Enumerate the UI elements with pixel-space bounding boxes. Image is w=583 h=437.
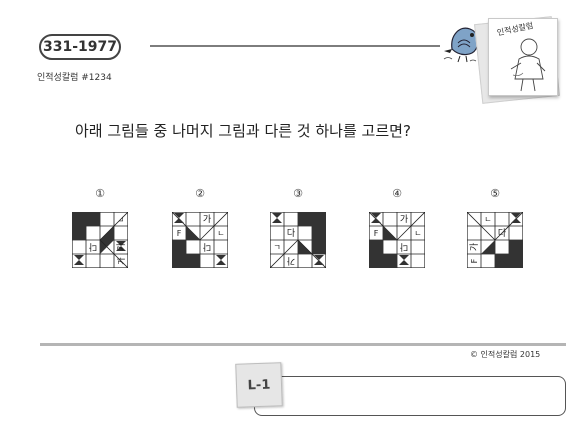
hourglass-icon: [511, 213, 521, 223]
option-number: ⑤: [490, 187, 500, 200]
dark-triangle: [383, 226, 397, 240]
hourglass-icon: [272, 213, 282, 223]
answer-tag: L-1: [235, 362, 283, 408]
glyph: ㄱ: [414, 228, 421, 237]
dark-block: [369, 240, 383, 268]
dark-block: [172, 254, 200, 268]
glyph: 다: [287, 228, 296, 239]
copyright-text: © 인적성칼럼 2015: [470, 350, 541, 359]
option-number: ③: [293, 187, 303, 200]
dark-block: [72, 226, 86, 240]
dark-block: [312, 226, 326, 254]
footer-rule: [40, 343, 566, 346]
option-figure: ㄱ 가 다 F: [467, 212, 523, 268]
dark-triangle: [481, 240, 495, 254]
hourglass-icon: [74, 255, 84, 265]
hourglass-icon: [174, 213, 184, 223]
dark-block: [383, 254, 397, 268]
glyph: ㄱ: [116, 215, 125, 222]
dark-block: [172, 240, 186, 254]
illustration-card: 인적성칼럼: [474, 16, 560, 104]
hourglass-icon: [371, 213, 381, 223]
hourglass-icon: [216, 255, 226, 265]
option-5[interactable]: ⑤ ㄱ 가 다 F: [467, 186, 523, 270]
dark-block: [509, 240, 523, 254]
glyph: 다: [399, 241, 408, 252]
glyph: 가: [400, 214, 408, 225]
sketch-figure-icon: 인적성칼럼: [496, 20, 546, 92]
option-number: ②: [195, 187, 205, 200]
answer-box[interactable]: [254, 376, 566, 416]
glyph: F: [470, 258, 479, 263]
glyph: 다: [88, 241, 97, 252]
glyph: F: [177, 229, 182, 238]
dark-triangle: [186, 226, 200, 240]
glyph: 가: [117, 257, 126, 265]
option-4[interactable]: ④ 가 F ㄱ 다: [369, 186, 425, 270]
hourglass-icon: [399, 255, 409, 265]
hourglass-icon: [497, 255, 507, 265]
glyph: 가: [287, 255, 295, 266]
glyph: 가: [116, 243, 127, 251]
option-number: ①: [95, 187, 105, 200]
glyph: 다: [498, 228, 507, 239]
glyph: 가: [203, 214, 211, 225]
option-3[interactable]: ③ 다 ㄱ 가: [270, 186, 326, 270]
option-figure: 가 F ㄱ 다: [369, 212, 425, 268]
glyph: ㄱ: [217, 228, 224, 237]
glyph: 다: [202, 241, 211, 252]
glyph: F: [374, 229, 379, 238]
option-number: ④: [392, 187, 402, 200]
hourglass-icon: [314, 255, 324, 265]
header-rule: [150, 45, 440, 47]
dark-block: [298, 212, 326, 226]
option-figure: ㄱ 다 가 가: [72, 212, 128, 268]
glyph: ㄱ: [273, 243, 280, 252]
question-text: 아래 그림들 중 나머지 그림과 다른 것 하나를 고르면?: [75, 122, 411, 140]
card-handwriting: 인적성칼럼: [496, 20, 534, 37]
question-code-badge: 331-1977: [39, 34, 121, 60]
hourglass-icon: [116, 241, 126, 251]
dark-block: [72, 212, 100, 226]
column-label: 인적성칼럼 #1234: [37, 73, 112, 83]
glyph: 가: [469, 243, 480, 251]
option-figure: 가 F ㄱ 다: [172, 212, 228, 268]
card-front: 인적성칼럼: [488, 18, 558, 96]
option-figure: 다 ㄱ 가: [270, 212, 326, 268]
option-1[interactable]: ① ㄱ 다 가 가: [72, 186, 128, 270]
option-2[interactable]: ② 가 F ㄱ 다: [172, 186, 228, 270]
glyph: ㄱ: [484, 214, 491, 223]
